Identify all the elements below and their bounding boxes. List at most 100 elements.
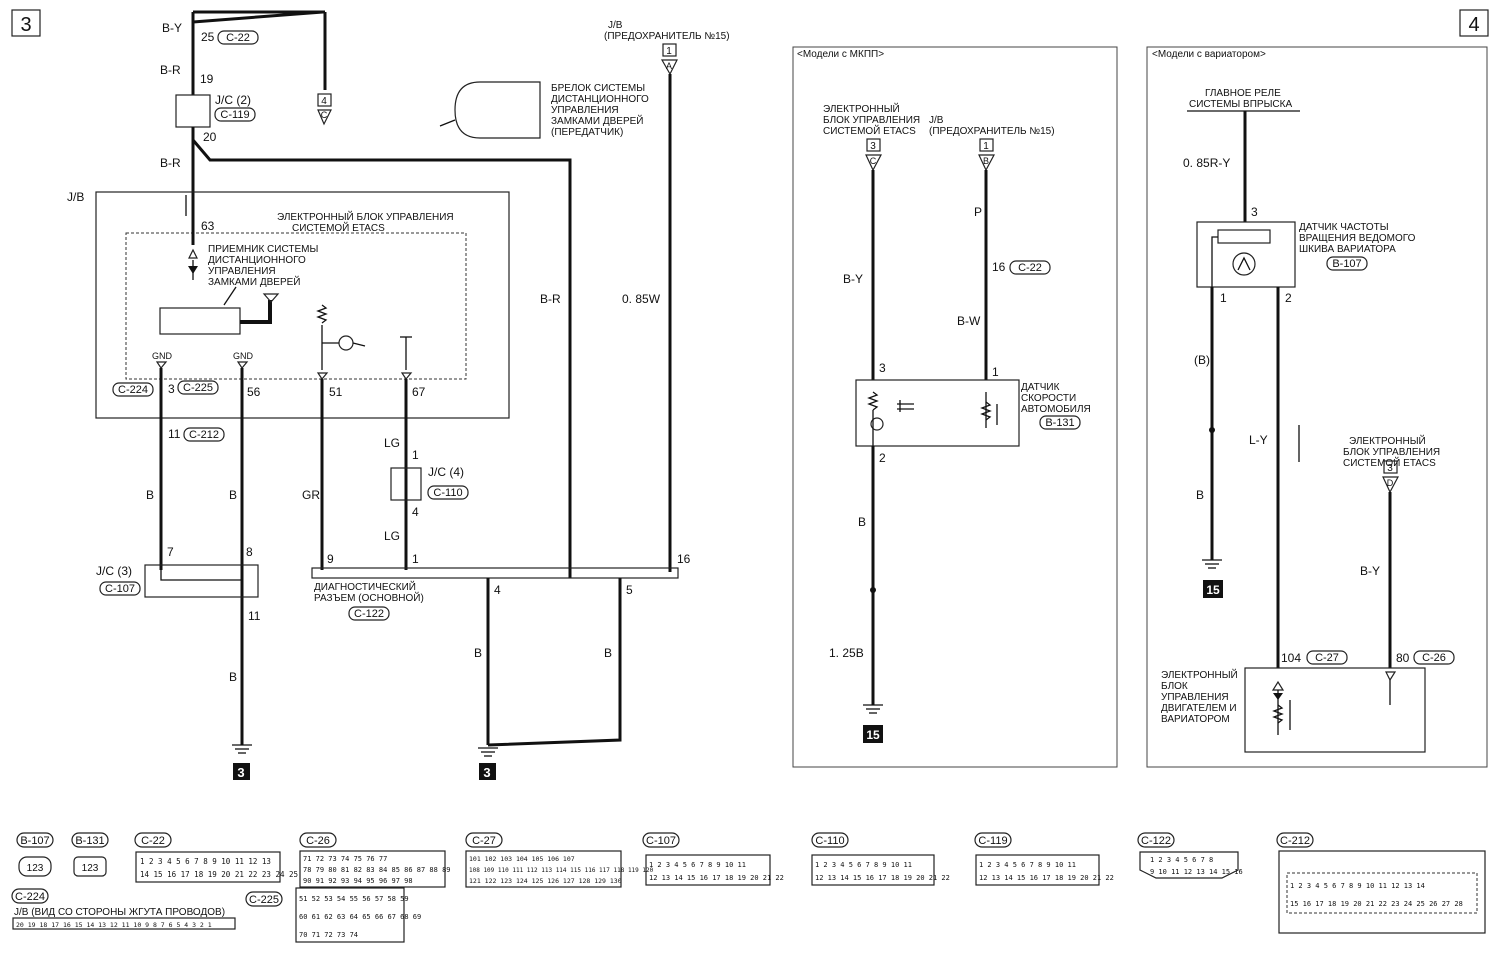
pin-51: 51 — [329, 385, 343, 399]
view-label-c212: C-212 — [1280, 835, 1310, 847]
key-fob: БРЕЛОК СИСТЕМЫ ДИСТАНЦИОННОГО УПРАВЛЕНИЯ… — [439, 81, 649, 139]
view-label-b131: B-131 — [75, 835, 104, 847]
cvt-etacs-line-1: ЭЛЕКТРОННЫЙ — [1349, 434, 1426, 447]
pin-19: 19 — [200, 72, 214, 86]
cvt-wire-label-by: B-Y — [1360, 564, 1380, 578]
cvt-wire-label-b: B — [1196, 488, 1204, 502]
wire-label-br: B-R — [160, 63, 181, 77]
view-c26-row2: 78 79 80 81 82 83 84 85 86 87 88 89 — [303, 866, 451, 874]
ground-ref-3a: 3 — [237, 765, 244, 780]
pin-4b: 4 — [494, 583, 501, 597]
cvt-wire-label-085ry: 0. 85R-Y — [1183, 156, 1230, 170]
cvt-pin-2: 2 — [1285, 291, 1292, 305]
wire-label-br-3: B-R — [540, 292, 561, 306]
mt-wire-label-bw: B-W — [957, 314, 981, 328]
pin-11: 11 — [168, 427, 181, 441]
mt-pin-3: 3 — [879, 361, 886, 375]
pin-1b: 1 — [412, 552, 419, 566]
view-c26-row1: 71 72 73 74 75 76 77 — [303, 855, 387, 863]
mt-sensor-line-3: АВТОМОБИЛЯ — [1021, 404, 1091, 415]
jb-label: J/B — [67, 190, 84, 204]
cvt-ref-3: 3 — [1387, 463, 1393, 474]
view-label-c122: C-122 — [1141, 835, 1171, 847]
cvt-pin-3: 3 — [1251, 205, 1258, 219]
wire-label-gr: GR — [302, 488, 320, 502]
mt-jb-line-2: (ПРЕДОХРАНИТЕЛЬ №15) — [929, 126, 1055, 137]
pin-25: 25 — [201, 30, 215, 44]
page-number-right: 4 — [1468, 14, 1479, 36]
pin-5: 5 — [626, 583, 633, 597]
mt-ref-c: C — [870, 156, 877, 166]
keyfob-line-2: ДИСТАНЦИОННОГО — [551, 94, 649, 105]
cvt-relay-line-1: ГЛАВНОЕ РЕЛЕ — [1205, 88, 1281, 99]
pin-11b: 11 — [248, 609, 261, 623]
connector-label-c110: C-110 — [433, 487, 462, 499]
view-jb-note: J/B (ВИД СО СТОРОНЫ ЖГУТА ПРОВОДОВ) — [14, 907, 225, 918]
jc4-label: J/C (4) — [428, 465, 464, 479]
ground-ref-3b: 3 — [483, 765, 490, 780]
mt-pin-16: 16 — [992, 260, 1006, 274]
cvt-sensor-line-2: ВРАЩЕНИЯ ВЕДОМОГО — [1299, 233, 1416, 244]
pin-3: 3 — [168, 382, 175, 396]
view-c122-row2: 9 10 11 12 13 14 15 16 — [1150, 868, 1243, 876]
pin-67: 67 — [412, 385, 426, 399]
fuse-ref-a: A — [666, 61, 672, 71]
view-c27-row1: 101 102 103 104 105 106 107 — [469, 855, 575, 863]
cvt-pin-104: 104 — [1281, 651, 1301, 665]
wire-label-b-3: B — [229, 670, 237, 684]
etacs-unit: J/B 63 ЭЛЕКТРОННЫЙ БЛОК УПРАВЛЕНИЯ СИСТЕ… — [67, 190, 561, 419]
mt-jb-line-1: J/B — [929, 115, 944, 126]
wire-label-b-2: B — [229, 488, 237, 502]
pin-63: 63 — [201, 219, 215, 233]
mt-connector-label-c22: C-22 — [1018, 262, 1042, 274]
view-c26-row3: 90 91 92 93 94 95 96 97 98 — [303, 877, 413, 885]
view-c212-row1: 1 2 3 4 5 6 7 8 9 10 11 12 13 14 — [1290, 882, 1425, 890]
connector-label-c122: C-122 — [354, 608, 384, 620]
cvt-panel-header: <Модели с вариатором> — [1152, 49, 1266, 60]
view-b107-pins: 123 — [27, 863, 44, 874]
keyfob-line-5: (ПЕРЕДАТЧИК) — [551, 127, 623, 138]
cvt-connector-label-c26: C-26 — [1422, 652, 1446, 664]
wire-label-by: B-Y — [162, 21, 182, 35]
cvt-ground-ref: 15 — [1206, 583, 1220, 597]
cvt-relay-line-2: СИСТЕМЫ ВПРЫСКА — [1189, 99, 1292, 110]
gnd-label-2: GND — [233, 351, 254, 361]
mt-wire-label-by: B-Y — [843, 272, 863, 286]
cvt-ecu-line-4: ДВИГАТЕЛЕМ И — [1161, 703, 1237, 714]
pin-20: 20 — [203, 130, 217, 144]
connector-label-c107: C-107 — [105, 583, 135, 595]
mt-pin-2: 2 — [879, 451, 886, 465]
mt-wire-label-125b: 1. 25B — [829, 646, 864, 660]
view-label-c224: C-224 — [15, 891, 45, 903]
view-c225-row2: 60 61 62 63 64 65 66 67 68 69 — [299, 913, 421, 921]
wire-label-b-1: B — [146, 488, 154, 502]
top-wiring: B-Y 25 C-22 B-R 19 J/C (2) C-119 20 B-R … — [160, 10, 572, 578]
cvt-ecu-line-5: ВАРИАТОРОМ — [1161, 714, 1230, 725]
view-c107-row1: 1 2 3 4 5 6 7 8 9 10 11 — [649, 861, 746, 869]
view-c27-row3: 121 122 123 124 125 126 127 128 129 130 — [469, 877, 622, 885]
receiver-line-1: ПРИЕМНИК СИСТЕМЫ — [208, 244, 318, 255]
connector-label-c119: C-119 — [220, 109, 249, 121]
mt-panel-header: <Модели с МКПП> — [797, 49, 884, 60]
mt-etacs-line-1: ЭЛЕКТРОННЫЙ — [823, 102, 900, 115]
mt-etacs-line-2: БЛОК УПРАВЛЕНИЯ — [823, 115, 920, 126]
cvt-wire-label-b-paren: (B) — [1194, 353, 1210, 367]
wire-label-lg-1: LG — [384, 436, 400, 450]
cvt-ecu-line-1: ЭЛЕКТРОННЫЙ — [1161, 668, 1238, 681]
mt-wire-label-p: P — [974, 205, 982, 219]
mt-etacs-line-3: СИСТЕМОЙ ETACS — [823, 124, 916, 137]
view-c119-row1: 1 2 3 4 5 6 7 8 9 10 11 — [979, 861, 1076, 869]
view-c212-row2: 15 16 17 18 19 20 21 22 23 24 25 26 27 2… — [1290, 900, 1463, 908]
fuse-ref-1: 1 — [666, 46, 672, 57]
mt-sensor-line-2: СКОРОСТИ — [1021, 393, 1076, 404]
view-label-c110: C-110 — [815, 835, 844, 847]
mt-ref-1: 1 — [983, 141, 989, 152]
jc2-label: J/C (2) — [215, 93, 251, 107]
pin-56: 56 — [247, 385, 261, 399]
cvt-pin-1: 1 — [1220, 291, 1227, 305]
keyfob-line-4: ЗАМКАМИ ДВЕРЕЙ — [551, 114, 643, 127]
pin-16: 16 — [677, 552, 691, 566]
lower-left-wiring: 11 C-212 B B GR LG 1 J/C (4) C-110 4 LG … — [96, 368, 691, 780]
diag-connector-line-2: РАЗЪЕМ (ОСНОВНОЙ) — [314, 591, 424, 604]
receiver-line-3: УПРАВЛЕНИЯ — [208, 266, 276, 277]
